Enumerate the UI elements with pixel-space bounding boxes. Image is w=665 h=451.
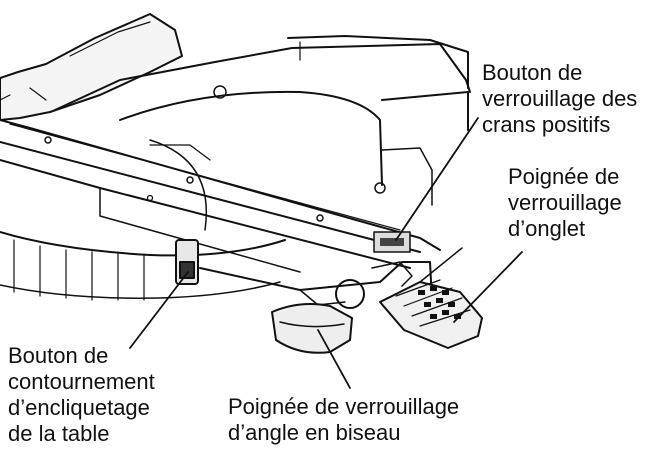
positive-stop-lock-button: [373, 231, 411, 253]
label-bevel-lock-handle: Poignée de verrouillage d’angle en bisea…: [228, 394, 460, 445]
leader-detent-bypass: [129, 271, 189, 349]
label-table-detent-bypass-button: Bouton de contournement d’encliquetage d…: [8, 343, 155, 446]
fence-rail: [0, 119, 441, 273]
miter-lock-handle: [379, 247, 483, 349]
leader-bevel-lock: [317, 329, 351, 389]
bevel-lock-handle: [271, 303, 353, 354]
table-detent-bypass-button: [175, 239, 199, 285]
label-miter-lock-handle: Poignée de verrouillage d’onglet: [508, 164, 622, 241]
rotating-table: [0, 139, 286, 301]
leader-miter-lock: [453, 251, 523, 323]
front-base: [199, 261, 433, 309]
leader-positive-stop: [395, 117, 479, 241]
leader-lines: [129, 117, 523, 389]
label-positive-stop-lock-button: Bouton de verrouillage des crans positif…: [482, 60, 638, 137]
saw-head-housing: [0, 13, 471, 206]
